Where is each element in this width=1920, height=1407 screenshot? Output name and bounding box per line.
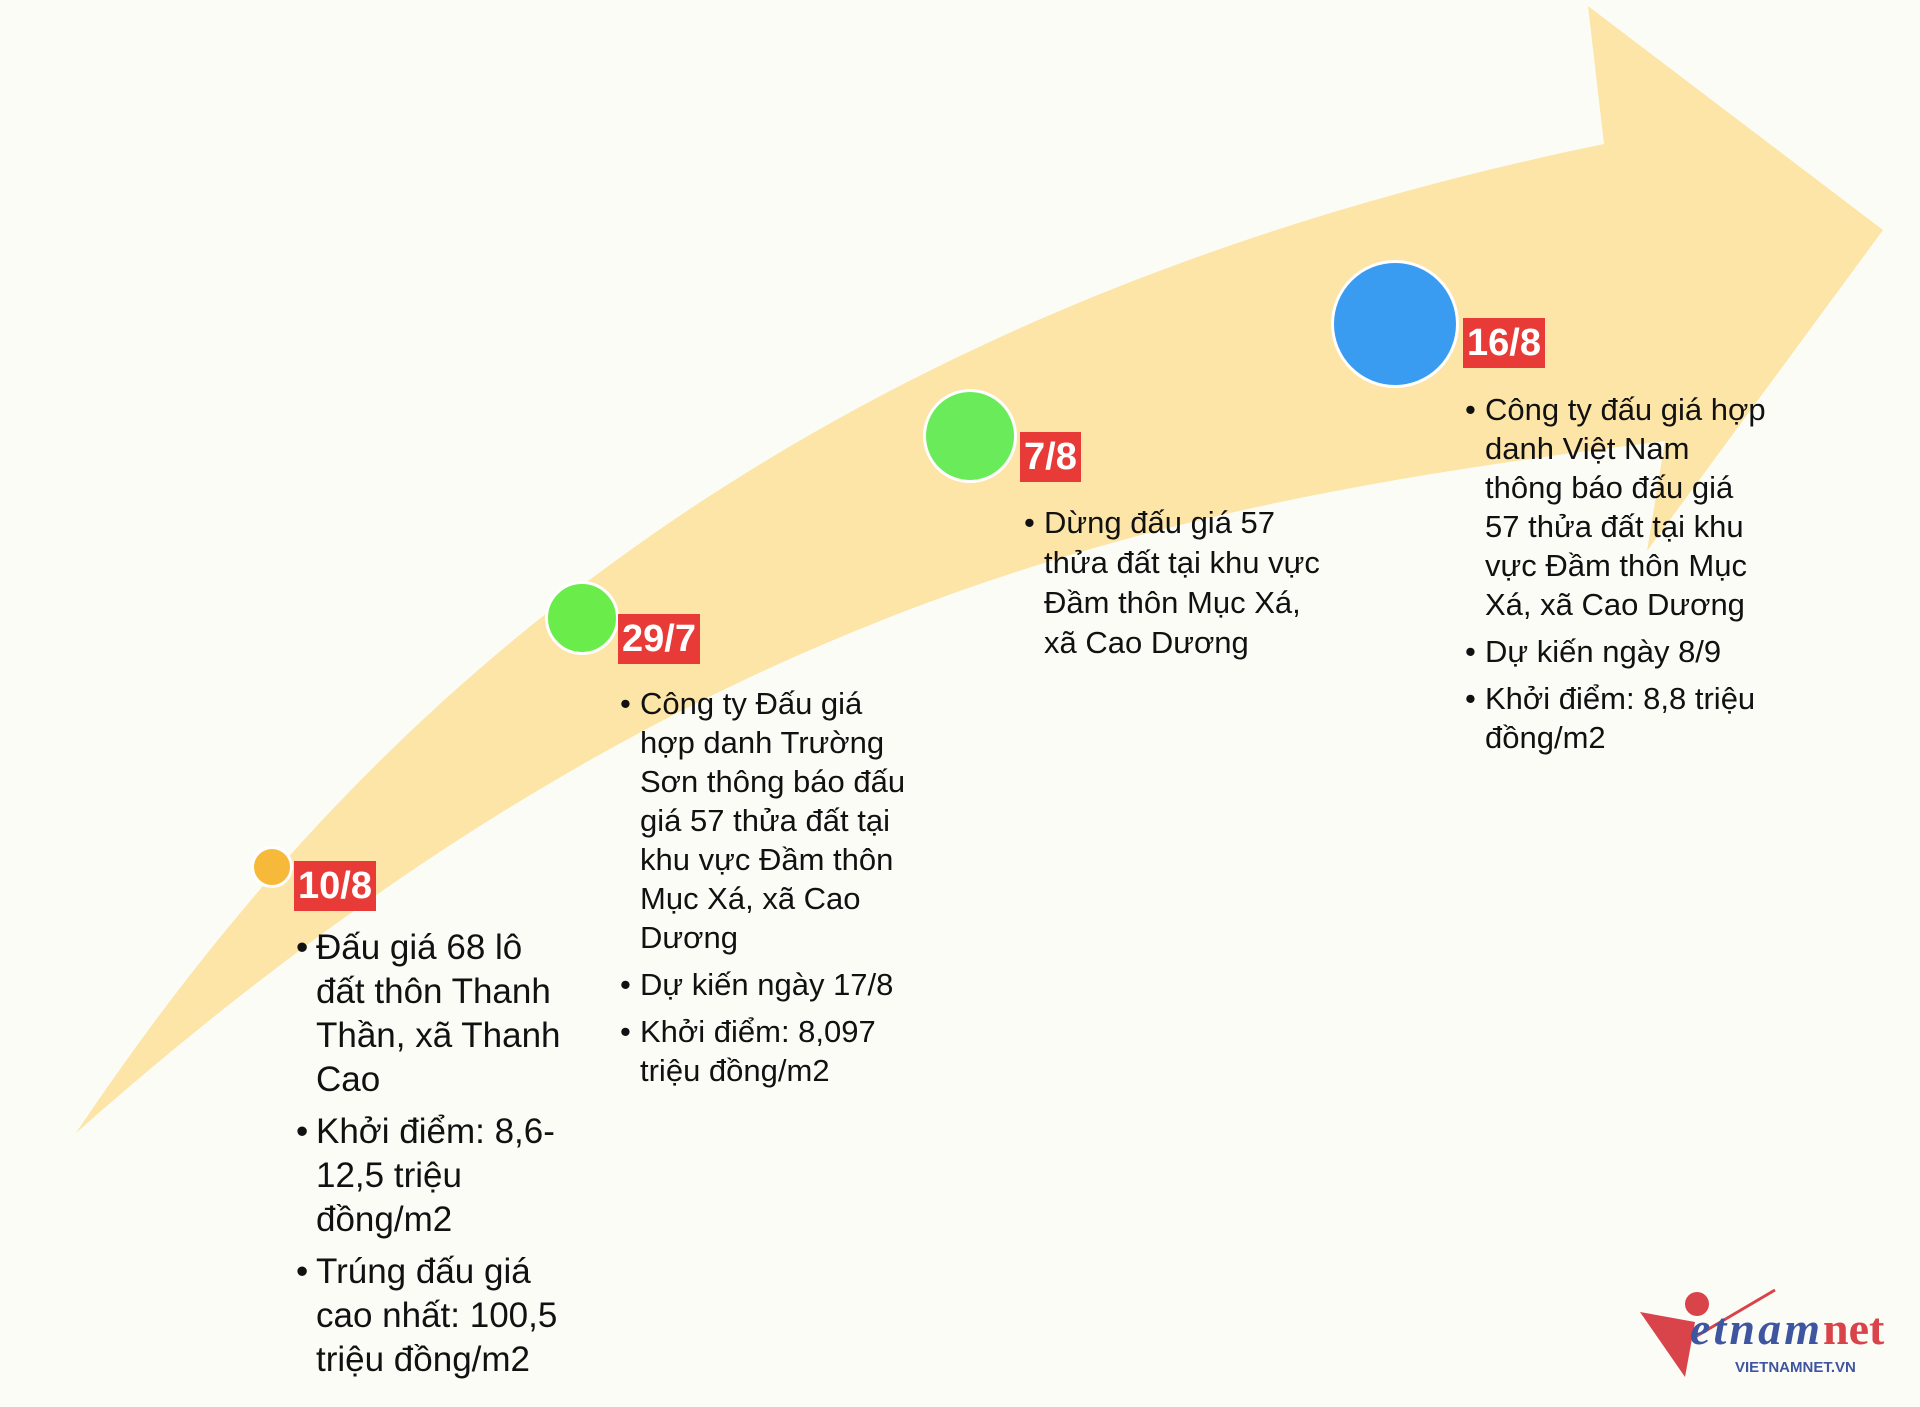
date-label: 10/8 [294,861,376,911]
event-details-16-8: Công ty đấu giá hợp danh Việt Nam thông … [1465,390,1766,765]
detail-item: Công ty Đấu giá hợp danh Trường Sơn thôn… [620,684,905,957]
date-label: 16/8 [1463,318,1545,368]
detail-item: Khởi điểm: 8,6- 12,5 triệu đồng/m2 [296,1110,561,1242]
date-label: 29/7 [618,614,700,664]
svg-text:etnam: etnam [1690,1303,1820,1354]
event-details-7-8: Dừng đấu giá 57 thửa đất tại khu vực Đầm… [1024,503,1320,671]
detail-item: Dự kiến ngày 17/8 [620,965,905,1004]
timeline-dot-2 [545,581,619,655]
event-details-29-7: Công ty Đấu giá hợp danh Trường Sơn thôn… [620,684,905,1098]
timeline-dot-3 [923,389,1017,483]
logo-url-text: VIETNAMNET.VN [1735,1359,1856,1376]
detail-item: Đấu giá 68 lô đất thôn Thanh Thần, xã Th… [296,926,561,1102]
detail-item: Công ty đấu giá hợp danh Việt Nam thông … [1465,390,1766,624]
detail-item: Khởi điểm: 8,8 triệu đồng/m2 [1465,679,1766,757]
timeline-dot-1 [251,846,293,888]
detail-item: Trúng đấu giá cao nhất: 100,5 triệu đồng… [296,1250,561,1382]
svg-text:net: net [1823,1303,1885,1354]
date-label: 7/8 [1020,432,1081,482]
vietnamnet-logo: etnam net VIETNAMNET.VN [1640,1288,1885,1377]
detail-item: Dự kiến ngày 8/9 [1465,632,1766,671]
detail-item: Khởi điểm: 8,097 triệu đồng/m2 [620,1012,905,1090]
event-details-10-8: Đấu giá 68 lô đất thôn Thanh Thần, xã Th… [296,926,561,1390]
timeline-dot-4 [1331,260,1459,388]
detail-item: Dừng đấu giá 57 thửa đất tại khu vực Đầm… [1024,503,1320,663]
